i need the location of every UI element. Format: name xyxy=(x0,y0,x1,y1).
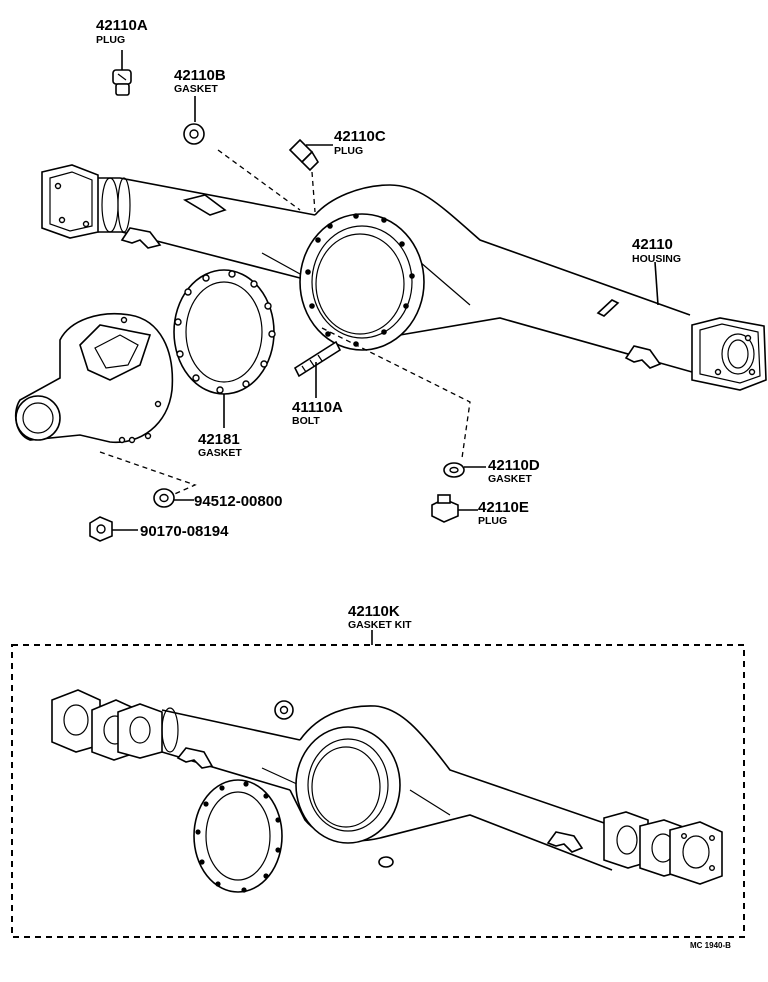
label-42110k: 42110K GASKET KIT xyxy=(348,603,412,631)
svg-text:42110C: 42110C xyxy=(334,128,386,145)
svg-text:GASKET: GASKET xyxy=(198,447,242,459)
svg-text:GASKET: GASKET xyxy=(174,83,218,95)
gasket-kit-drawing xyxy=(51,689,723,893)
svg-text:GASKET KIT: GASKET KIT xyxy=(348,619,412,631)
svg-text:PLUG: PLUG xyxy=(478,515,507,527)
gasket-42181-drawing xyxy=(173,269,276,428)
gasket-42110b-drawing xyxy=(183,96,205,145)
plug-42110e-drawing xyxy=(431,494,478,523)
svg-text:PLUG: PLUG xyxy=(96,34,125,46)
label-42110: 42110 HOUSING xyxy=(632,236,681,265)
svg-text:BOLT: BOLT xyxy=(292,415,320,427)
svg-text:90170-08194: 90170-08194 xyxy=(140,523,229,540)
nut-90170-drawing xyxy=(89,516,138,542)
washer-94512-drawing xyxy=(153,488,194,508)
label-41110a: 41110A BOLT xyxy=(292,399,343,427)
diagram-code: MC 1940-B xyxy=(690,941,731,950)
label-42110c: 42110C PLUG xyxy=(334,128,386,157)
label-42110b: 42110B GASKET xyxy=(174,67,226,95)
svg-text:HOUSING: HOUSING xyxy=(632,253,681,265)
label-90170-08194: 90170-08194 xyxy=(140,523,229,540)
gasket-kit-frame xyxy=(11,644,745,938)
bolt-41110a-drawing xyxy=(293,340,342,398)
svg-text:94512-00800: 94512-00800 xyxy=(194,493,282,510)
gasket-42110d-drawing xyxy=(443,462,486,478)
svg-text:42110B: 42110B xyxy=(174,67,226,84)
plug-42110a-drawing xyxy=(112,50,132,96)
label-42110a: 42110A PLUG xyxy=(96,17,148,46)
label-42110d: 42110D GASKET xyxy=(488,457,540,485)
axle-housing-42110-drawing xyxy=(41,164,767,391)
svg-text:42110D: 42110D xyxy=(488,457,540,474)
label-42181: 42181 GASKET xyxy=(198,431,242,459)
svg-text:42110: 42110 xyxy=(632,236,673,253)
label-42110e: 42110E PLUG xyxy=(478,499,529,527)
svg-text:42181: 42181 xyxy=(198,431,240,448)
svg-text:42110A: 42110A xyxy=(96,17,148,34)
svg-text:GASKET: GASKET xyxy=(488,473,532,485)
svg-text:PLUG: PLUG xyxy=(334,145,363,157)
plug-42110c-drawing xyxy=(288,138,333,172)
svg-text:42110E: 42110E xyxy=(478,499,529,516)
carrier-cover-drawing xyxy=(14,312,174,444)
svg-text:42110K: 42110K xyxy=(348,603,400,620)
svg-text:41110A: 41110A xyxy=(292,399,343,416)
label-94512-00800: 94512-00800 xyxy=(194,493,282,510)
